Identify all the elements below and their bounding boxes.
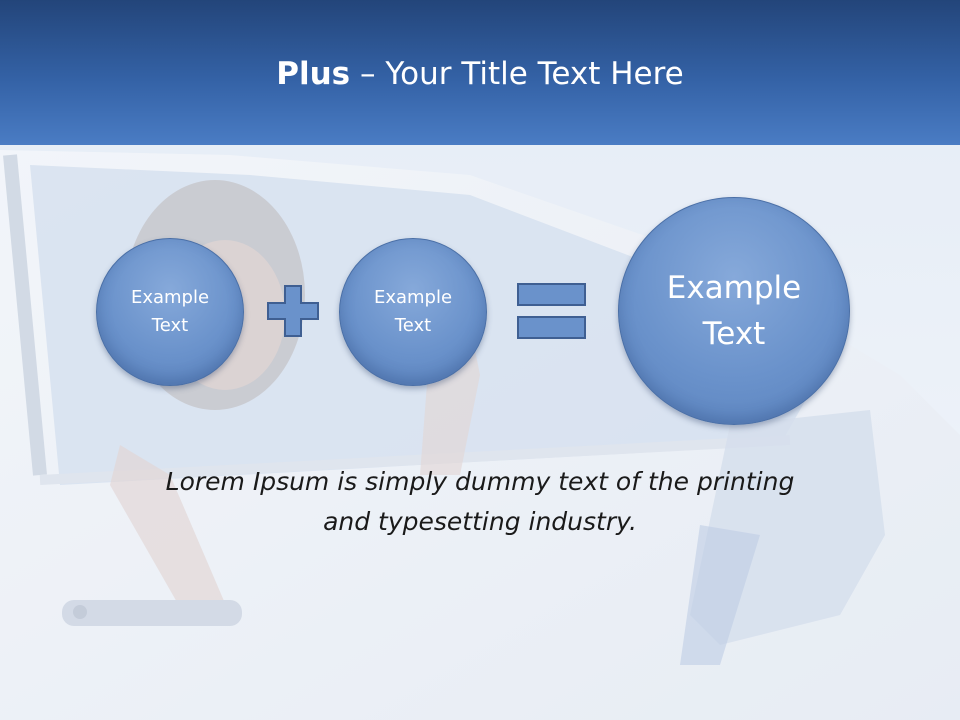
circle-2-label: Example Text [373,287,453,336]
circle-1: Example Text [96,238,244,386]
car-photo-background [0,145,960,720]
circle-1-label: Example Text [130,287,210,336]
plus-icon [267,285,319,337]
equals-icon [517,283,586,339]
circle-3-label: Example Text [666,270,802,352]
title-rest: – Your Title Text Here [350,56,684,92]
circle-3: Example Text [618,197,850,425]
slide-title: Plus – Your Title Text Here [0,54,960,94]
title-bold: Plus [276,56,351,92]
body-text: Lorem Ipsum is simply dummy text of the … [165,467,795,536]
title-bar: Plus – Your Title Text Here [0,0,960,145]
circle-2: Example Text [339,238,487,386]
